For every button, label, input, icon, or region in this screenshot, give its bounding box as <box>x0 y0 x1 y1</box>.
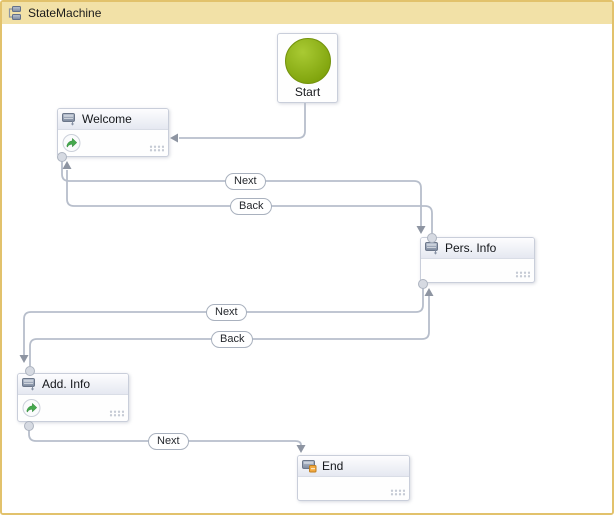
state-end-body <box>298 477 409 499</box>
connector-next-welcome-to-persinfo[interactable] <box>61 161 422 226</box>
state-add-info[interactable]: Add. Info <box>17 373 129 422</box>
state-welcome-header: Welcome <box>58 109 168 130</box>
statemachine-icon <box>8 6 21 20</box>
state-end-title: End <box>322 459 344 473</box>
state-welcome-body <box>58 130 168 155</box>
start-node-label: Start <box>294 85 321 99</box>
state-welcome[interactable]: Welcome <box>57 108 169 157</box>
state-icon <box>425 242 438 255</box>
state-end[interactable]: End <box>297 455 410 501</box>
arrowhead-into-end-top <box>296 445 306 453</box>
final-state-icon <box>302 460 317 473</box>
state-icon <box>62 113 75 126</box>
designer-canvas[interactable]: Start Welcome <box>2 24 612 513</box>
connector-start-to-welcome[interactable] <box>179 103 306 139</box>
state-end-header: End <box>298 456 409 477</box>
resize-grip[interactable] <box>515 271 530 278</box>
entry-action-icon <box>62 133 81 152</box>
state-icon <box>22 378 35 391</box>
state-welcome-title: Welcome <box>82 112 132 126</box>
transition-label-next-welcome-persinfo[interactable]: Next <box>225 173 266 190</box>
start-node[interactable]: Start <box>277 33 338 103</box>
state-pers-info-header: Pers. Info <box>421 238 534 259</box>
start-circle-icon <box>284 38 331 84</box>
state-pers-info-body <box>421 259 534 281</box>
arrowhead-into-addinfo-top <box>19 355 29 363</box>
state-add-info-header: Add. Info <box>18 374 128 395</box>
resize-grip[interactable] <box>149 145 164 152</box>
transition-label-back-persinfo-welcome[interactable]: Back <box>230 198 273 215</box>
resize-grip[interactable] <box>390 489 405 496</box>
arrowhead-into-persinfo-bottom <box>424 288 434 296</box>
resize-grip[interactable] <box>109 410 124 417</box>
state-pers-info-title: Pers. Info <box>445 241 497 255</box>
arrowhead-into-welcome-bottom <box>62 161 72 169</box>
titlebar-breadcrumb[interactable]: StateMachine <box>2 2 612 24</box>
window-title: StateMachine <box>28 6 102 20</box>
connection-point-addinfo-bottom[interactable] <box>24 421 34 431</box>
state-add-info-body <box>18 395 128 420</box>
transition-label-next-addinfo-end[interactable]: Next <box>148 433 189 450</box>
state-add-info-title: Add. Info <box>42 377 91 391</box>
transition-label-back-addinfo-persinfo[interactable]: Back <box>211 331 254 348</box>
arrowhead-into-welcome-right <box>170 133 178 143</box>
entry-action-icon <box>22 398 41 417</box>
transition-label-next-persinfo-addinfo[interactable]: Next <box>206 304 247 321</box>
state-pers-info[interactable]: Pers. Info <box>420 237 535 283</box>
arrowhead-into-persinfo-top <box>416 226 426 234</box>
